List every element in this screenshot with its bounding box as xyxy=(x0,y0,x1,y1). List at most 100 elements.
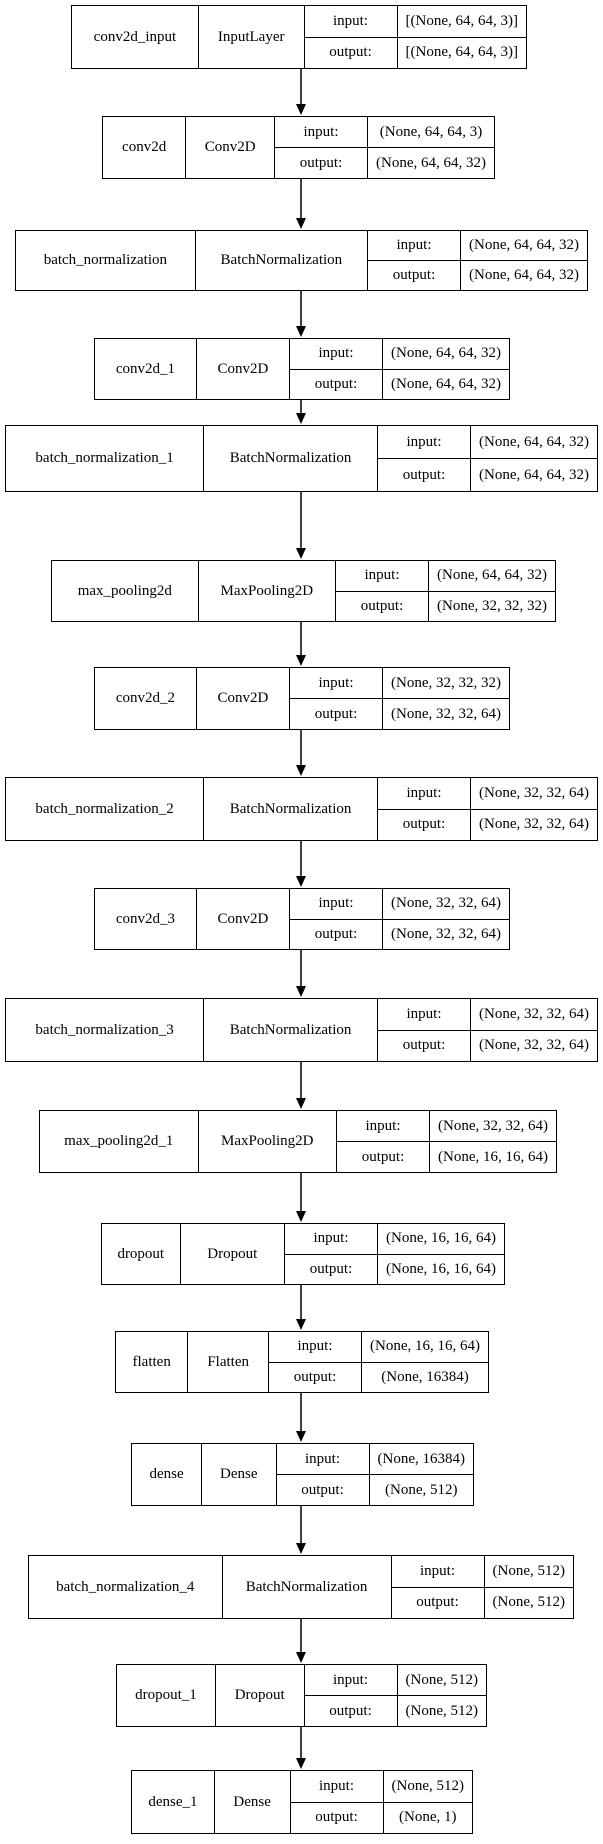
layer-output-row: output:(None, 1) xyxy=(290,1801,472,1833)
layer-input-row: input:(None, 16, 16, 64) xyxy=(285,1224,504,1254)
arrowhead xyxy=(296,1758,306,1769)
layer-output-shape: (None, 512) xyxy=(405,1702,478,1719)
layer-output-shape: (None, 16384) xyxy=(381,1368,469,1385)
layer-output-label: output: xyxy=(392,1587,485,1618)
layer-name: dropout xyxy=(102,1224,181,1284)
layer-io-table: input:(None, 32, 32, 64)output:(None, 16… xyxy=(337,1111,556,1172)
layer-input-label: input: xyxy=(378,426,472,458)
layer-input-shape: (None, 32, 32, 32) xyxy=(391,674,501,691)
layer-input-shape: (None, 512) xyxy=(405,1671,478,1688)
layer-output-label: output: xyxy=(277,1475,370,1505)
layer-name: conv2d_3 xyxy=(95,889,197,949)
layer-type: InputLayer xyxy=(199,6,305,68)
layer-name: conv2d_2 xyxy=(95,668,197,729)
layer-input-row: input:[(None, 64, 64, 3)] xyxy=(305,6,526,37)
layer-name: dense xyxy=(132,1444,203,1505)
layer-name: batch_normalization_1 xyxy=(6,426,205,491)
layer-output-shape: (None, 64, 64, 32) xyxy=(479,466,589,483)
layer-name: batch_normalization_2 xyxy=(6,778,205,840)
layer-input-row: input:(None, 512) xyxy=(291,1771,472,1802)
layer-output-shape: (None, 64, 64, 32) xyxy=(469,267,579,283)
layer-output-row: output:(None, 32, 32, 64) xyxy=(290,698,509,729)
layer-input-shape: (None, 64, 64, 32) xyxy=(469,237,579,253)
layer-input-row: input:(None, 32, 32, 64) xyxy=(378,778,597,809)
layer-io-table: input:(None, 512)output:(None, 512) xyxy=(304,1665,486,1726)
layer-output-label: output: xyxy=(337,1142,431,1172)
layer-type: Dense xyxy=(202,1444,277,1505)
layer-name: conv2d xyxy=(103,117,187,178)
layer-input-shape: (None, 64, 64, 32) xyxy=(437,567,547,584)
layer-output-label: output: xyxy=(378,459,472,491)
layer-io-table: input:(None, 64, 64, 32)output:(None, 32… xyxy=(336,561,555,621)
layer-output-row: output:(None, 64, 64, 32) xyxy=(290,368,509,399)
layer-output-shape: (None, 32, 32, 64) xyxy=(391,925,501,942)
layer-output-label: output: xyxy=(368,261,462,290)
arrowhead xyxy=(296,1652,306,1663)
layer-output-shape: (None, 32, 32, 64) xyxy=(391,705,501,722)
layer-type: Dropout xyxy=(181,1224,286,1284)
layer-input-label: input: xyxy=(290,339,384,369)
layer-name: conv2d_1 xyxy=(95,339,197,399)
arrowhead xyxy=(296,326,306,337)
layer-output-row: output: (None, 64, 64, 32) xyxy=(368,260,587,290)
layer-input-shape: (None, 32, 32, 64) xyxy=(479,784,589,801)
layer-output-label: output: xyxy=(305,37,398,68)
layer-input-shape: [(None, 64, 64, 3)] xyxy=(405,12,518,29)
layer-output-shape: (None, 64, 64, 32) xyxy=(391,375,501,392)
layer-type: BatchNormalization xyxy=(223,1556,392,1618)
layer-input-shape: (None, 16, 16, 64) xyxy=(370,1338,480,1355)
layer-output-shape: (None, 16, 16, 64) xyxy=(386,1260,496,1277)
layer-io-table: input:(None, 512)output:(None, 512) xyxy=(391,1556,573,1618)
layer-input-shape: (None, 64, 64, 32) xyxy=(391,345,501,362)
layer-io-table: input:(None, 16384)output:(None, 512) xyxy=(276,1444,473,1505)
arrowhead xyxy=(296,765,306,776)
layer-input-row: input: (None, 64, 64, 32) xyxy=(378,426,597,458)
layer-io-table: input:(None, 512)output:(None, 1) xyxy=(290,1771,472,1833)
layer-io-table: input:(None, 64, 64, 3)output:(None, 64,… xyxy=(275,117,494,178)
layer-input-shape: (None, 32, 32, 64) xyxy=(438,1117,548,1134)
layer-name: max_pooling2d_1 xyxy=(40,1111,199,1172)
layer-input-label: input: xyxy=(275,117,369,147)
layer-io-table: input:(None, 16, 16, 64)output:(None, 16… xyxy=(285,1224,504,1284)
layer-input-label: input: xyxy=(277,1444,370,1474)
layer-type: Conv2D xyxy=(197,668,291,729)
layer-input-label: input: xyxy=(392,1556,485,1587)
layer-input-row: input: (None, 64, 64, 32) xyxy=(336,561,555,591)
layer-input-shape: (None, 64, 64, 32) xyxy=(479,433,589,450)
arrowhead xyxy=(296,1211,306,1222)
layer-output-shape: (None, 1) xyxy=(399,1809,457,1826)
layer-output-label: output: xyxy=(305,1696,398,1726)
layer-output-row: output:(None, 32, 32, 64) xyxy=(378,808,597,840)
layer-input-row: input:(None, 16384) xyxy=(277,1444,473,1474)
layer-input-shape: (None, 32, 32, 64) xyxy=(479,1005,589,1022)
layer-io-table: input:[(None, 64, 64, 3)]output: [(None, … xyxy=(304,6,526,68)
layer-output-shape: (None, 32, 32, 64) xyxy=(479,1037,589,1054)
arrowhead xyxy=(296,413,306,424)
layer-output-shape: (None, 16, 16, 64) xyxy=(438,1148,548,1165)
layer-input-row: input:(None, 32, 32, 64) xyxy=(290,889,509,919)
layer-input-label: input: xyxy=(336,561,430,591)
layer-io-table: input:(None, 64, 64, 32)output:(None, 64… xyxy=(290,339,509,399)
layer-output-shape: [(None, 64, 64, 3)] xyxy=(405,44,518,61)
layer-output-row: output:(None, 16384) xyxy=(269,1361,488,1392)
layer-input-row: input:(None, 512) xyxy=(392,1556,573,1587)
layer-type: BatchNormalization xyxy=(196,231,369,290)
